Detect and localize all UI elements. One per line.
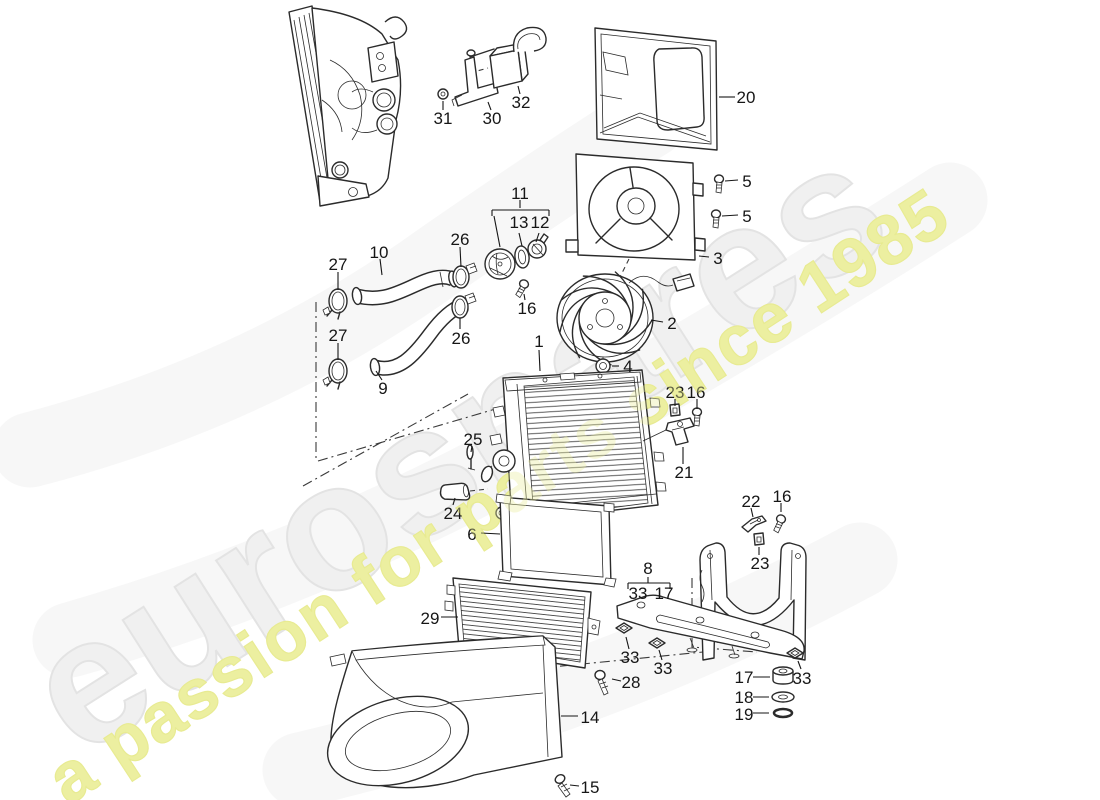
callout-15: 15 [581, 778, 600, 797]
callout-10: 10 [370, 243, 389, 262]
callout-17-group: 17 [655, 584, 674, 603]
callout-25: 25 [464, 430, 483, 449]
cap-24 [439, 482, 471, 501]
callout-1: 1 [534, 332, 543, 351]
callout-21: 21 [675, 463, 694, 482]
callout-16-thermostat: 16 [518, 299, 537, 318]
callout-23-support: 23 [751, 554, 770, 573]
hose-clamp-26-lower [451, 292, 477, 319]
callout-22: 22 [742, 492, 761, 511]
grommet-4 [595, 357, 611, 374]
relay-32 [489, 26, 547, 89]
callout-32: 32 [512, 93, 531, 112]
callout-9: 9 [378, 379, 387, 398]
gasket-13 [514, 245, 530, 269]
callout-12: 12 [531, 213, 550, 232]
callout-19: 19 [735, 705, 754, 724]
ring-19 [772, 707, 794, 719]
callout-27-upper: 27 [329, 255, 348, 274]
callout-28: 28 [622, 673, 641, 692]
callout-31: 31 [434, 109, 453, 128]
callout-8: 8 [643, 559, 652, 578]
fan-frame-3 [565, 153, 706, 261]
callout-3: 3 [713, 249, 722, 268]
callout-5-upper: 5 [742, 172, 751, 191]
lower-bracket-8 [616, 594, 805, 660]
clip-22 [741, 515, 767, 533]
callout-16-radiator: 16 [687, 383, 706, 402]
electric-fan-2 [556, 271, 695, 366]
radiator-1 [480, 369, 667, 523]
callout-23-radiator: 23 [666, 383, 685, 402]
callout-4: 4 [623, 357, 632, 376]
callout-13: 13 [510, 213, 529, 232]
leader-lines [337, 85, 802, 787]
grommet-31 [437, 88, 449, 100]
grommet-17 [772, 666, 794, 685]
callout-33-middle: 33 [654, 659, 673, 678]
seal-frame-6 [495, 493, 617, 588]
callout-29: 29 [421, 609, 440, 628]
washer-18 [771, 691, 795, 703]
screw-15 [554, 774, 571, 798]
callout-11: 11 [511, 184, 529, 203]
callout-24: 24 [444, 504, 463, 523]
callout-33-right: 33 [793, 669, 812, 688]
assembled-cooling-module [288, 5, 408, 207]
callout-17-grommet: 17 [735, 668, 754, 687]
callout-26-lower: 26 [452, 329, 471, 348]
callout-6: 6 [467, 525, 476, 544]
thermostat-cover-11 [484, 248, 516, 280]
callout-2: 2 [667, 314, 676, 333]
callout-33-group: 33 [629, 584, 648, 603]
fan-shroud-20 [594, 27, 718, 151]
clip-23-support [753, 532, 765, 546]
air-duct-14 [326, 635, 563, 789]
callout-27-lower: 27 [329, 326, 348, 345]
callout-18: 18 [735, 688, 754, 707]
callout-26-upper: 26 [451, 230, 470, 249]
coolant-hose-10 [351, 269, 458, 306]
screw-16-support [771, 513, 788, 535]
callout-labels: 1 2 3 4 5 5 6 8 9 10 11 12 13 14 15 16 1… [329, 88, 812, 797]
bracket-30 [451, 48, 499, 107]
callout-33-left: 33 [621, 648, 640, 667]
callout-20: 20 [737, 88, 756, 107]
callout-14: 14 [581, 708, 600, 727]
callout-5-lower: 5 [742, 207, 751, 226]
callout-16-support: 16 [773, 487, 792, 506]
screw-28 [594, 669, 609, 696]
bracket-21 [642, 417, 695, 446]
callout-30: 30 [483, 109, 502, 128]
